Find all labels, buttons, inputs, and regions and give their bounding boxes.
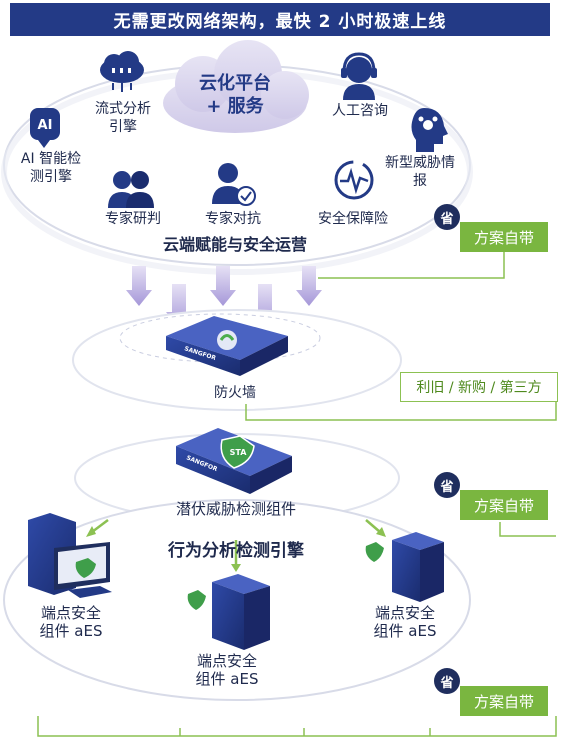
expert-team-icon: [108, 171, 154, 208]
threat-intel-head-icon: [411, 108, 448, 152]
service-insurance-label: 安全保障险: [318, 211, 388, 227]
cloud-platform-label: 云化平台 + 服务: [180, 72, 290, 118]
headset-agent-icon: [341, 52, 377, 100]
endpoint-server-right: [365, 532, 444, 602]
firewall-label: 防火墙: [214, 385, 256, 401]
save-marker-3: 省: [434, 668, 460, 694]
behavior-engine-label: 行为分析检测引擎: [168, 541, 304, 561]
cloud-shape: [163, 40, 309, 133]
service-threat-intel-label: 新型威胁情报: [385, 155, 455, 189]
save-marker-1: 省: [434, 204, 460, 230]
top-banner: 无需更改网络架构，最快 2 小时极速上线: [10, 3, 550, 36]
streaming-cloud-icon: [100, 51, 144, 92]
service-manual-label: 人工咨询: [332, 103, 388, 119]
expert-shield-user-icon: [212, 163, 256, 206]
bundle-badge-1: 方案自带: [460, 222, 548, 252]
endpoint-label-middle: 端点安全组件 aES: [195, 652, 259, 688]
endpoint-server-middle: [187, 574, 270, 650]
bundle-badge-2: 方案自带: [460, 490, 548, 520]
bundle-badge-3: 方案自带: [460, 686, 548, 716]
sta-label: 潜伏威胁检测组件: [175, 500, 296, 518]
endpoint-label-left: 端点安全组件 aES: [39, 604, 103, 640]
firewall-device: SANGFOR: [166, 316, 288, 376]
endpoint-label-right: 端点安全组件 aES: [373, 604, 437, 640]
service-expert-analysis-label: 专家研判: [105, 211, 161, 227]
endpoint-computer-left: [28, 513, 112, 598]
service-ai-label: AI 智能检测引擎: [20, 151, 82, 185]
service-expert-response-label: 专家对抗: [205, 211, 261, 227]
cloud-line-2: + 服务: [206, 96, 264, 117]
reuse-tag: 利旧 / 新购 / 第三方: [400, 372, 558, 402]
sta-to-endpoints-arrows: [86, 519, 386, 572]
bracket-lines: [37, 252, 557, 737]
cloud-operations-title: 云端赋能与安全运营: [162, 235, 307, 254]
ai-chip-icon: AI: [30, 108, 60, 148]
cloud-line-1: 云化平台: [199, 73, 271, 94]
sta-device-text: STA: [230, 448, 248, 457]
service-streaming-label: 流式分析引擎: [95, 101, 151, 135]
cloud-to-firewall-arrows: [126, 266, 322, 328]
sta-device: STA SANGFOR: [176, 428, 292, 494]
pulse-monitor-icon: [334, 160, 374, 200]
save-marker-2: 省: [434, 472, 460, 498]
svg-text:AI: AI: [38, 118, 53, 133]
